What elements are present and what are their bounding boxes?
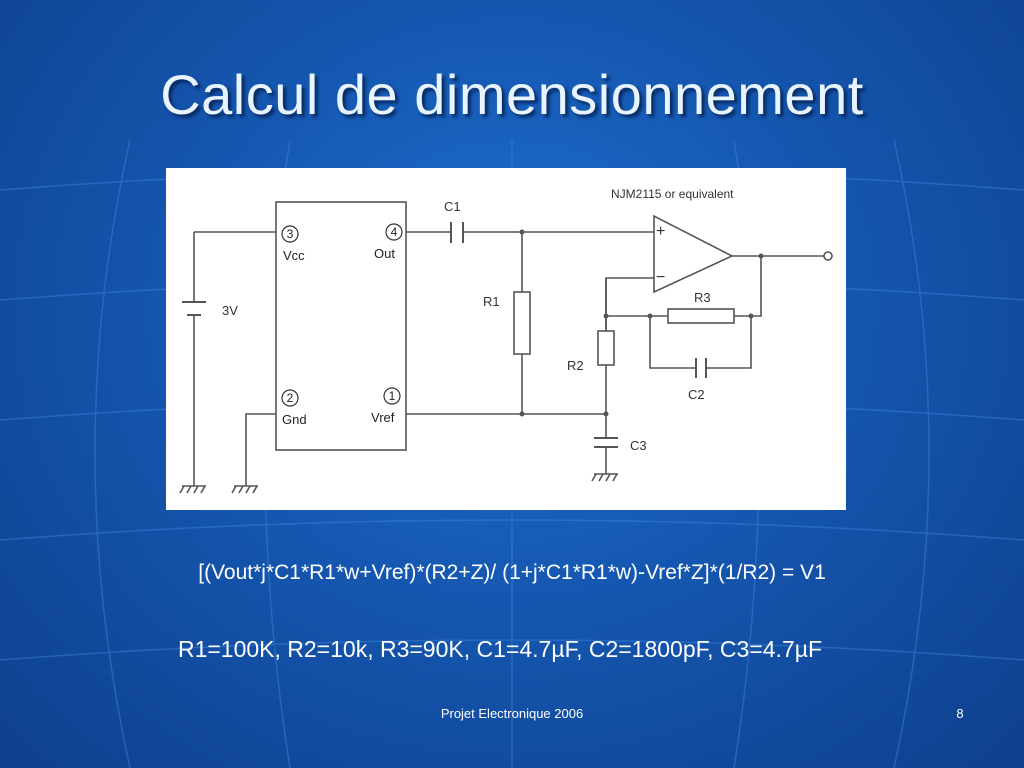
c1-label: C1	[444, 199, 461, 214]
circuit-diagram: 3 4 2 1 Vcc Out Gnd Vref 3V C1 R1 R2 R3 …	[166, 168, 846, 510]
junction-dots	[519, 229, 764, 417]
page-number: 8	[956, 706, 964, 721]
resistor-r2	[597, 330, 615, 366]
battery-label: 3V	[222, 303, 238, 318]
battery-symbol	[182, 301, 206, 316]
r2-label: R2	[567, 358, 584, 373]
opamp-symbol	[653, 214, 734, 294]
pin4-label: Out	[374, 246, 395, 261]
capacitor-c2	[695, 358, 707, 378]
pin1-number: 1	[389, 389, 396, 403]
ground-symbols	[179, 473, 618, 494]
pin4-number: 4	[391, 225, 398, 239]
capacitor-c3	[594, 437, 618, 448]
output-terminal	[823, 251, 833, 261]
pin2-label: Gnd	[282, 412, 307, 427]
footer-text: Projet Electronique 2006	[440, 706, 584, 721]
circuit-wires	[193, 231, 824, 486]
ic-chip	[275, 201, 407, 451]
resistor-r1	[513, 291, 531, 355]
pin3-label: Vcc	[283, 248, 305, 263]
pin1-label: Vref	[371, 410, 395, 425]
pin-circles	[281, 223, 403, 407]
opamp-note: NJM2115 or equivalent	[611, 187, 734, 201]
resistor-r3	[667, 308, 735, 324]
capacitor-c1	[450, 222, 464, 243]
c2-label: C2	[688, 387, 705, 402]
r3-label: R3	[694, 290, 711, 305]
transfer-formula: [(Vout*j*C1*R1*w+Vref)*(R2+Z)/ (1+j*C1*R…	[198, 561, 826, 584]
circuit-schematic: 3 4 2 1 Vcc Out Gnd Vref 3V C1 R1 R2 R3 …	[179, 187, 833, 494]
page-title: Calcul de dimensionnement	[160, 63, 864, 126]
component-values: R1=100K, R2=10k, R3=90K, C1=4.7µF, C2=18…	[177, 636, 823, 662]
c3-label: C3	[630, 438, 647, 453]
opamp-minus-sign: −	[656, 269, 665, 286]
pin2-number: 2	[287, 391, 294, 405]
opamp-plus-sign: +	[656, 223, 665, 240]
pin3-number: 3	[287, 227, 294, 241]
r1-label: R1	[483, 294, 500, 309]
